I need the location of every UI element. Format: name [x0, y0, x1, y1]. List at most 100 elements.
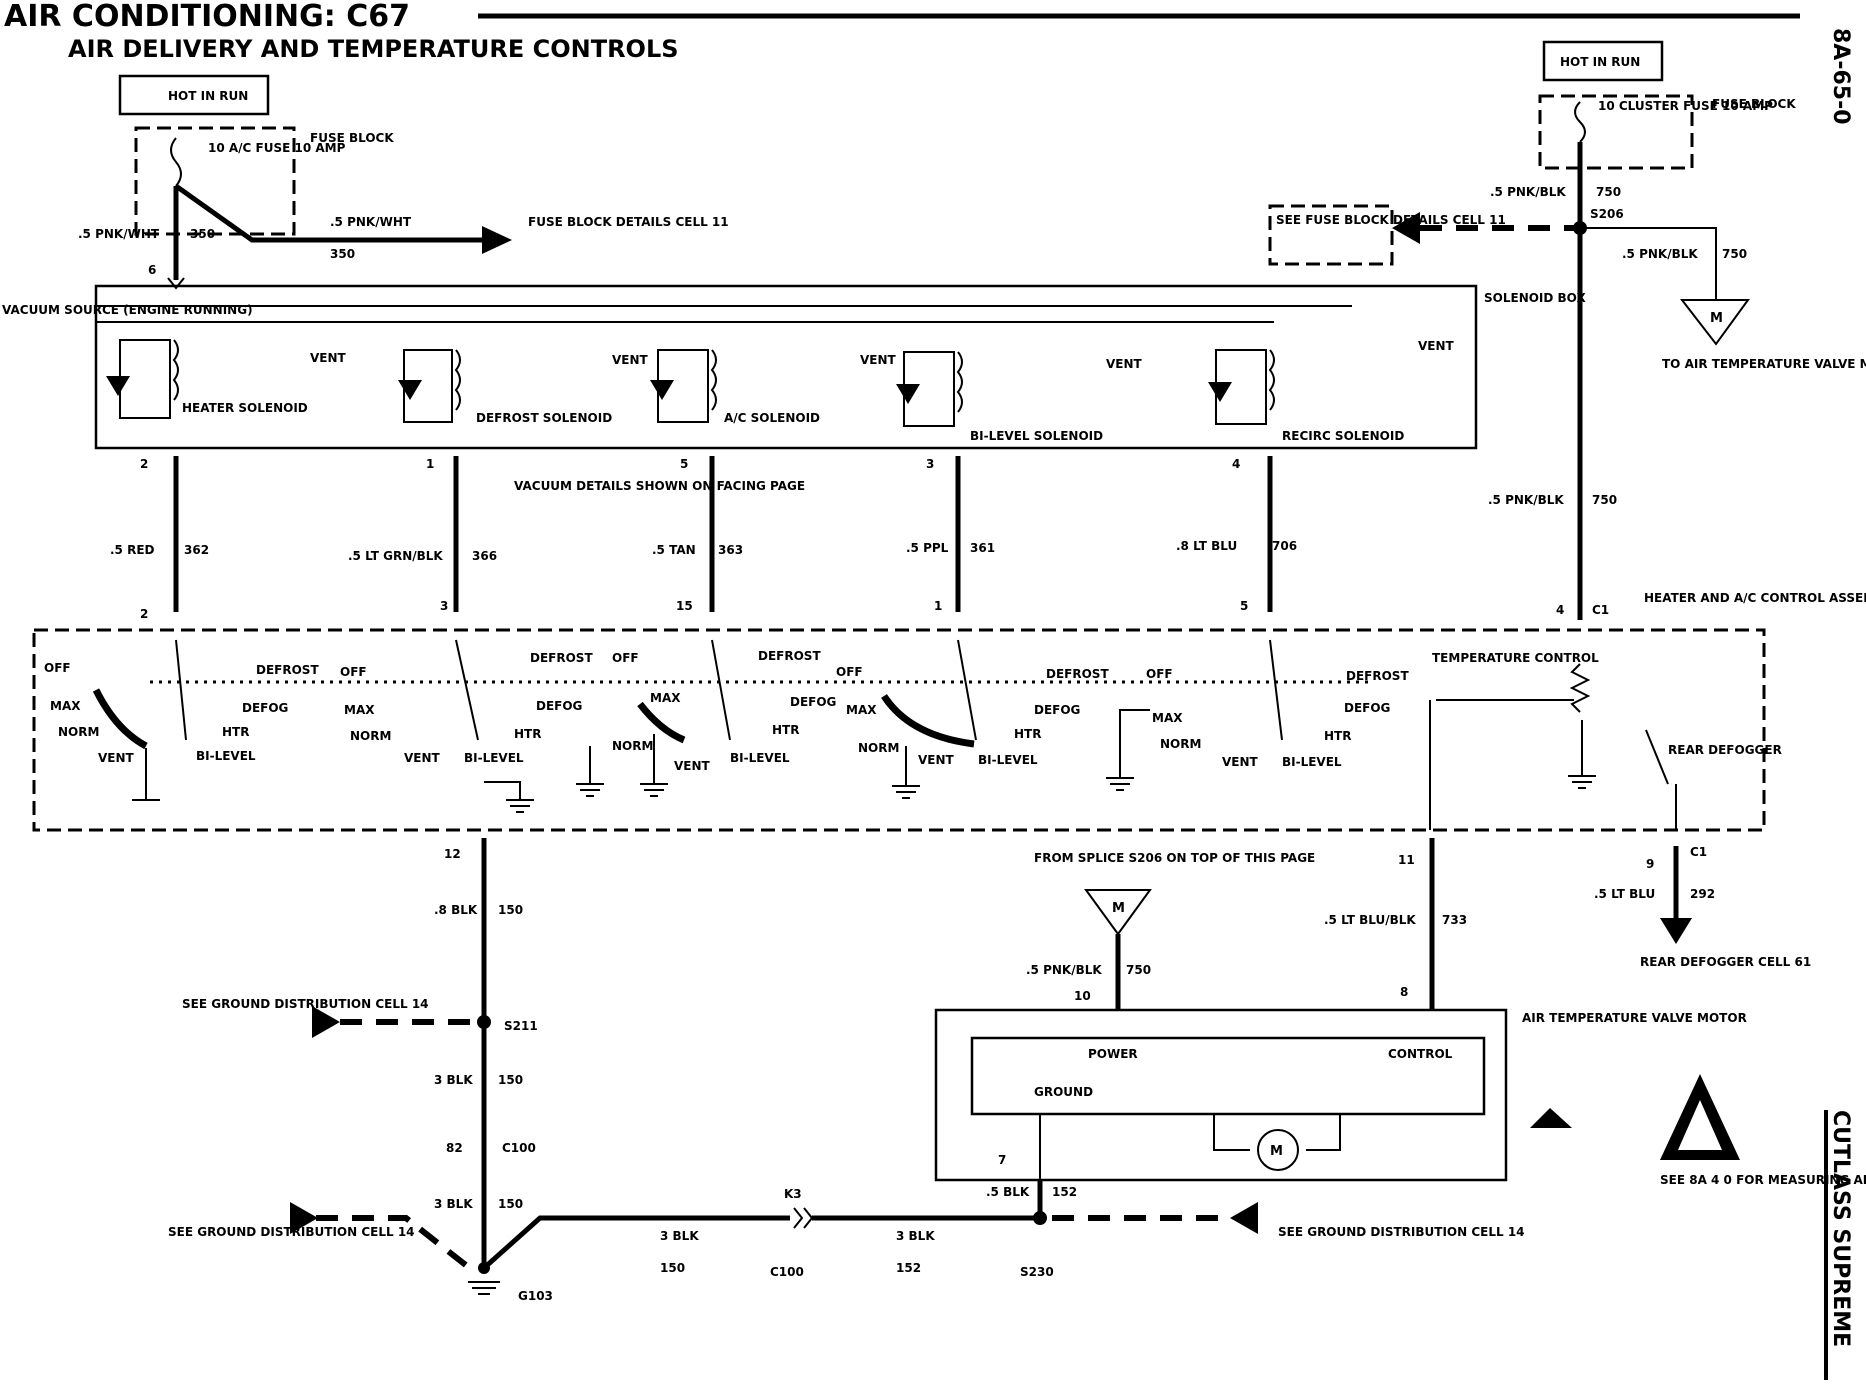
- heater-pin-top: 2: [140, 457, 148, 471]
- sw-defog-4: DEFOG: [1034, 703, 1080, 717]
- control-assembly: [32, 628, 1766, 832]
- control-label: CONTROL: [1388, 1047, 1453, 1061]
- sw-off-5: OFF: [1146, 667, 1173, 681]
- solenoid-recirc: RECIRC SOLENOID 4 5 .8 LT BLU 706: [1176, 349, 1404, 613]
- bilevel-pin-bottom: 1: [934, 599, 942, 613]
- sw-htr-4: HTR: [1014, 727, 1041, 741]
- sw-bilevel-1: BI-LEVEL: [196, 749, 256, 763]
- wire-292-circuit: 292: [1690, 887, 1715, 901]
- fuse-block-details-ref: FUSE BLOCK DETAILS CELL 11: [528, 215, 729, 229]
- right-fuse-label: 10 CLUSTER FUSE 10 AMP: [1598, 99, 1773, 113]
- rear-defogger-ref: REAR DEFOGGER CELL 61: [1640, 955, 1811, 969]
- heater-wire: .5 RED: [110, 543, 155, 557]
- wire-350a-circuit: 350: [190, 227, 215, 241]
- ground-dist-ref-1: SEE GROUND DISTRIBUTION CELL 14: [182, 997, 429, 1011]
- splice-ref-triangle: [1084, 889, 1152, 936]
- wire-152a-circuit: 152: [896, 1261, 921, 1275]
- rear-defogger-switch-label: REAR DEFOGGER: [1668, 743, 1782, 757]
- wire-152b-color: .5 BLK: [986, 1185, 1030, 1199]
- sw-off-1: OFF: [44, 661, 71, 675]
- left-fuse-label: 10 A/C FUSE 10 AMP: [208, 141, 346, 155]
- wire-350b-circuit: 350: [330, 247, 355, 261]
- splice-s230: S230: [1020, 1265, 1054, 1279]
- sw-defrost-2: DEFROST: [530, 651, 593, 665]
- ac-circuit: 363: [718, 543, 743, 557]
- heater-circuit: 362: [184, 543, 209, 557]
- wire-733-color: .5 LT BLU/BLK: [1324, 913, 1416, 927]
- ac-pin-top: 5: [680, 457, 688, 471]
- sw-vent-5: VENT: [1222, 755, 1259, 769]
- connector-c1b: C1: [1690, 845, 1707, 859]
- sw-defog-3: DEFOG: [790, 695, 836, 709]
- ground-dist-ref-2: SEE GROUND DISTRIBUTION CELL 14: [168, 1225, 415, 1239]
- wire-150a-color: .8 BLK: [434, 903, 478, 917]
- wire-750c-circuit: 750: [1592, 493, 1617, 507]
- recirc-pin-bottom: 5: [1240, 599, 1248, 613]
- ground-g103: G103: [518, 1289, 553, 1303]
- wire-150d-circuit: 150: [660, 1261, 685, 1275]
- vent-label-2: VENT: [612, 353, 649, 367]
- splice-s211: S211: [504, 1019, 538, 1033]
- power-label: POWER: [1088, 1047, 1138, 1061]
- recirc-circuit: 706: [1272, 539, 1297, 553]
- left-hot-in-run: HOT IN RUN: [168, 89, 248, 103]
- right-fuse-block-label: FUSE BLOCK: [1712, 97, 1796, 111]
- connector-k3: K3: [784, 1187, 802, 1201]
- vent-label-1: VENT: [310, 351, 347, 365]
- defrost-pin-bottom: 3: [440, 599, 448, 613]
- wire-750a-circuit: 750: [1596, 185, 1621, 199]
- wire-150c-circuit: 150: [498, 1197, 523, 1211]
- recirc-pin-top: 4: [1232, 457, 1240, 471]
- valve-motor-label: AIR TEMPERATURE VALVE MOTOR: [1522, 1011, 1747, 1025]
- vacuum-details-ref: VACUUM DETAILS SHOWN ON FACING PAGE: [514, 479, 805, 493]
- wire-150b-circuit: 150: [498, 1073, 523, 1087]
- wire-150a-circuit: 150: [498, 903, 523, 917]
- wire-292-color: .5 LT BLU: [1594, 887, 1655, 901]
- sw-defog-5: DEFOG: [1344, 701, 1390, 715]
- ac-wire: .5 TAN: [652, 543, 696, 557]
- wire-150d-color: 3 BLK: [660, 1229, 699, 1243]
- solenoid-ac: A/C SOLENOID 5 15 .5 TAN 363: [650, 349, 820, 613]
- sw-bilevel-4: BI-LEVEL: [978, 753, 1038, 767]
- sw-defog-1: DEFOG: [242, 701, 288, 715]
- see-fuse-block-ref: SEE FUSE BLOCK DETAILS CELL 11: [1276, 213, 1506, 227]
- wire-733-circuit: 733: [1442, 913, 1467, 927]
- sw-defrost-3: DEFROST: [758, 649, 821, 663]
- splice-s206: S206: [1590, 207, 1624, 221]
- temperature-control-label: TEMPERATURE CONTROL: [1432, 651, 1599, 665]
- pin-82: 82: [446, 1141, 463, 1155]
- control-assembly-label: HEATER AND A/C CONTROL ASSEMBLY: [1644, 591, 1866, 605]
- sw-vent-3: VENT: [674, 759, 711, 773]
- ground-symbols: [484, 709, 1596, 813]
- pin-6: 6: [148, 263, 156, 277]
- sw-htr-3: HTR: [772, 723, 799, 737]
- sw-defog-2: DEFOG: [536, 699, 582, 713]
- sw-max-1: MAX: [50, 699, 81, 713]
- sw-htr-5: HTR: [1324, 729, 1351, 743]
- sw-defrost-4: DEFROST: [1046, 667, 1109, 681]
- defrost-solenoid-label: DEFROST SOLENOID: [476, 411, 612, 425]
- sw-max-2: MAX: [344, 703, 375, 717]
- wire-750d-color: .5 PNK/BLK: [1026, 963, 1102, 977]
- valve-motor-box: [934, 1008, 1508, 1182]
- wire-150c-color: 3 BLK: [434, 1197, 473, 1211]
- sw-defrost-1: DEFROST: [256, 663, 319, 677]
- from-splice-ref: FROM SPLICE S206 ON TOP OF THIS PAGE: [1034, 851, 1315, 865]
- sw-bilevel-5: BI-LEVEL: [1282, 755, 1342, 769]
- vent-label-4: VENT: [1106, 357, 1143, 371]
- right-hot-in-run: HOT IN RUN: [1560, 55, 1640, 69]
- solenoid-bilevel: BI-LEVEL SOLENOID 3 1 .5 PPL 361: [896, 351, 1103, 613]
- pin-9: 9: [1646, 857, 1654, 871]
- valve-motor-ref: TO AIR TEMPERATURE VALVE MOTOR BOTTOM OF…: [1662, 357, 1866, 371]
- wire-750d-circuit: 750: [1126, 963, 1151, 977]
- esd-warning-icon: [1530, 1074, 1740, 1160]
- sw-off-3: OFF: [612, 651, 639, 665]
- sw-max-4: MAX: [846, 703, 877, 717]
- heater-solenoid-label: HEATER SOLENOID: [182, 401, 308, 415]
- valve-motor-inner: [970, 1036, 1486, 1116]
- defrost-wire: .5 LT GRN/BLK: [348, 549, 443, 563]
- sw-max-3: MAX: [650, 691, 681, 705]
- pin-4: 4: [1556, 603, 1564, 617]
- pin-7: 7: [998, 1153, 1006, 1167]
- sw-max-5: MAX: [1152, 711, 1183, 725]
